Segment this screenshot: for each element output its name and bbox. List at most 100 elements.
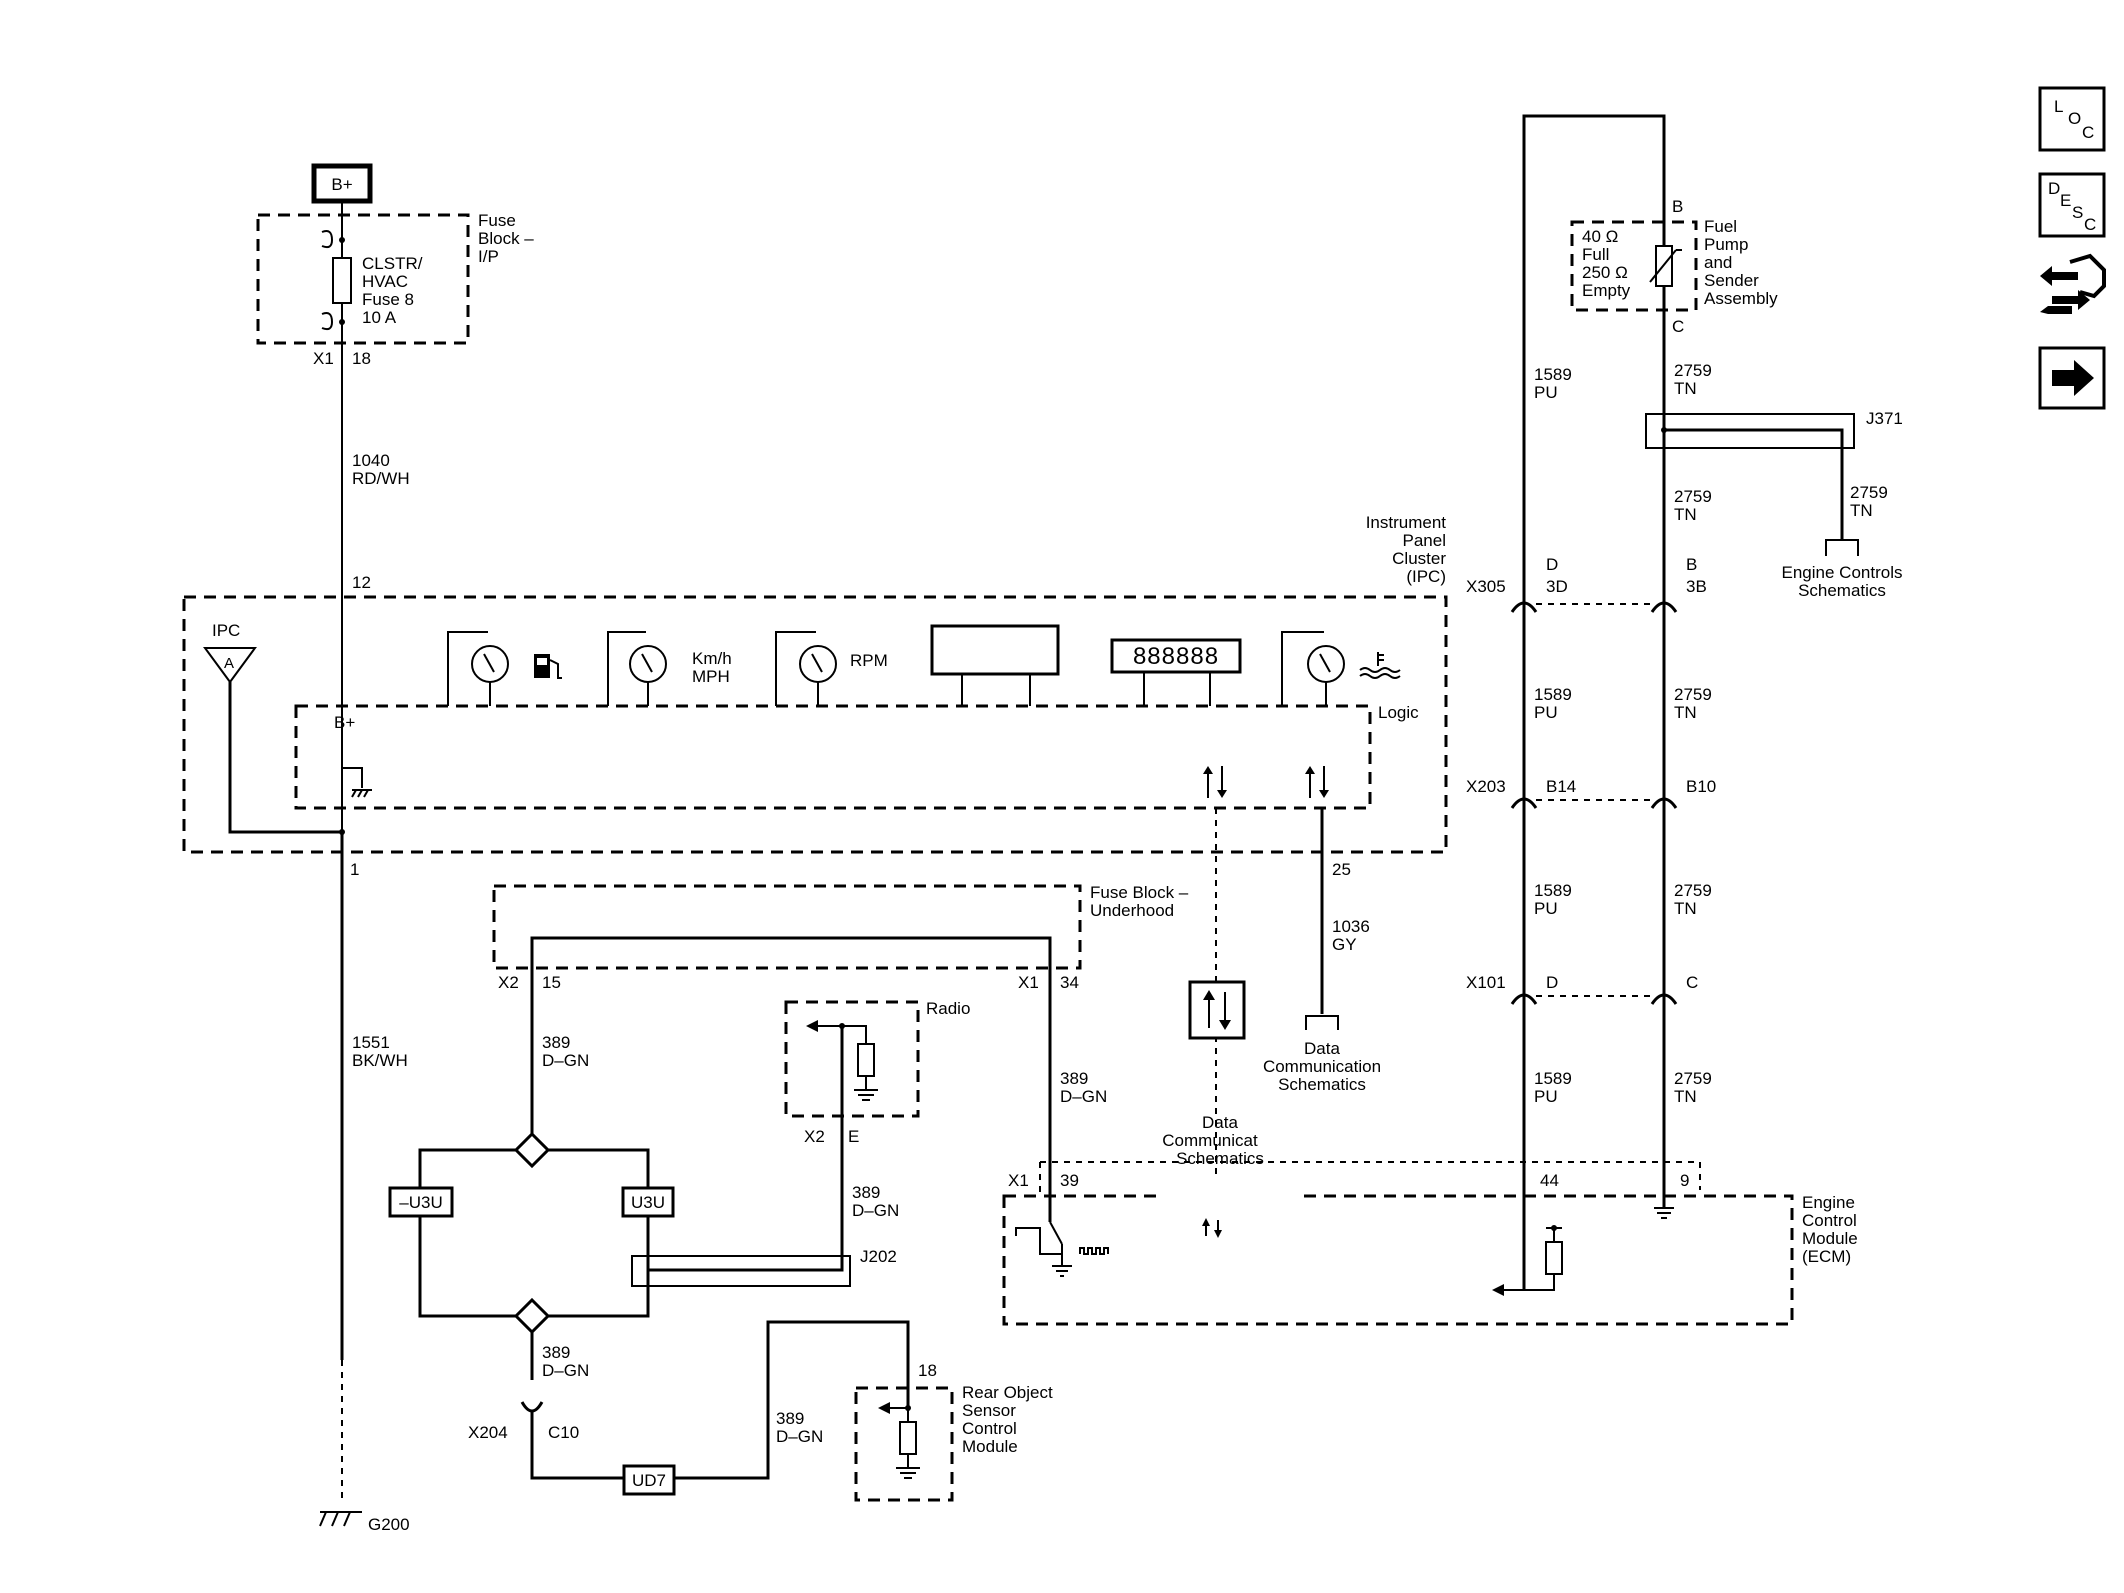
wire-to-rear-object bbox=[674, 1320, 910, 1480]
wire-1551-color: BK/WH bbox=[352, 1051, 408, 1070]
x203-left-pin: B14 bbox=[1546, 777, 1576, 796]
j202-wire bbox=[648, 1050, 844, 1272]
x101-connector bbox=[1510, 993, 1678, 1005]
speedometer-gauge bbox=[607, 631, 667, 706]
wire-2759-b-color: TN bbox=[1674, 505, 1697, 524]
wire-1551-number: 1551 bbox=[352, 1033, 390, 1052]
ecm-switch-icon bbox=[1015, 1128, 1109, 1277]
ipc-pin-12: 12 bbox=[352, 573, 371, 592]
ecm-title-2: Control bbox=[1802, 1211, 1857, 1230]
rear-object-title-2: Sensor bbox=[962, 1401, 1016, 1420]
wire-1036-number: 1036 bbox=[1332, 917, 1370, 936]
rear-object-title-4: Module bbox=[962, 1437, 1018, 1456]
wire-1589-c-number: 1589 bbox=[1534, 881, 1572, 900]
wire-1036-color: GY bbox=[1332, 935, 1357, 954]
splice-pack-top bbox=[513, 1131, 551, 1169]
data-comm-2-line-1: Data bbox=[1304, 1039, 1340, 1058]
j371-box bbox=[1645, 413, 1855, 449]
underhood-left-pin: 15 bbox=[542, 973, 561, 992]
wire-2759-c-number: 2759 bbox=[1850, 483, 1888, 502]
data-comm-2-connector bbox=[1305, 1015, 1339, 1030]
wire-1040-number: 1040 bbox=[352, 451, 390, 470]
fuse-block-ip-title-1: Fuse bbox=[478, 211, 516, 230]
ecm-ground-icon bbox=[1654, 1207, 1674, 1219]
fuse-symbol bbox=[321, 230, 352, 331]
ecm-pin-9: 9 bbox=[1680, 1171, 1689, 1190]
wire-389-d-number: 389 bbox=[542, 1343, 570, 1362]
data-comm-2-line-2: Communication bbox=[1263, 1057, 1381, 1076]
desc-letter-s: S bbox=[2072, 203, 2083, 222]
wire-389-e-number: 389 bbox=[776, 1409, 804, 1428]
chassis-ground-icon bbox=[319, 1511, 362, 1527]
fuel-pump-boundary bbox=[1570, 220, 1698, 312]
data-comm-1-line-3: Schematics bbox=[1176, 1149, 1264, 1168]
fuel-spec-4: Empty bbox=[1582, 281, 1631, 300]
next-button[interactable] bbox=[2038, 346, 2106, 410]
location-button[interactable]: L O C bbox=[2038, 86, 2106, 152]
x203-conn: X203 bbox=[1466, 777, 1506, 796]
fuel-pump-loop bbox=[1522, 114, 1666, 1208]
fuel-pump-title-1: Fuel bbox=[1704, 217, 1737, 236]
bplus-label: B+ bbox=[331, 175, 352, 194]
loc-letter-o: O bbox=[2068, 109, 2081, 128]
speed-unit-mph: MPH bbox=[692, 667, 730, 686]
x305-connector bbox=[1510, 601, 1678, 613]
data-comm-1-line-2: Communicat bbox=[1162, 1131, 1258, 1150]
engine-controls-line-1: Engine Controls bbox=[1782, 563, 1903, 582]
data-comm-2-line-3: Schematics bbox=[1278, 1075, 1366, 1094]
wire-2759-e-color: TN bbox=[1674, 899, 1697, 918]
serial-data-icon-2 bbox=[1305, 766, 1329, 798]
coolant-temp-icon bbox=[1359, 652, 1401, 679]
wire-2759-d-number: 2759 bbox=[1674, 685, 1712, 704]
odometer-digits: 888888 bbox=[1133, 643, 1219, 670]
desc-letter-d: D bbox=[2048, 179, 2060, 198]
ipc-pin-1: 1 bbox=[350, 860, 359, 879]
wire-to-ud7 bbox=[530, 1410, 626, 1480]
underhood-left-conn: X2 bbox=[498, 973, 519, 992]
fuse-label-3: Fuse 8 bbox=[362, 290, 414, 309]
radio-boundary bbox=[784, 1000, 920, 1118]
fuse-label-1: CLSTR/ bbox=[362, 254, 423, 273]
fuel-spec-1: 40 Ω bbox=[1582, 227, 1618, 246]
description-button[interactable]: D E S C bbox=[2038, 172, 2106, 238]
internal-ground-icon bbox=[341, 767, 372, 832]
splice-right-label: U3U bbox=[631, 1193, 665, 1212]
data-comm-box-icon bbox=[1188, 980, 1246, 1040]
diagnostic-tools-icon[interactable] bbox=[2040, 253, 2106, 314]
ipc-title-2: Panel bbox=[1403, 531, 1446, 550]
ud7-label: UD7 bbox=[632, 1471, 666, 1490]
wire-389-d-color: D–GN bbox=[542, 1361, 589, 1380]
bplus-source: B+ bbox=[311, 163, 373, 204]
ground-label: G200 bbox=[368, 1515, 410, 1534]
arrow-right-icon bbox=[2052, 360, 2094, 396]
wire-389-c-number: 389 bbox=[852, 1183, 880, 1202]
fuel-pump-icon bbox=[534, 654, 562, 679]
ecm-conn: X1 bbox=[1008, 1171, 1029, 1190]
x101-left-pin: D bbox=[1546, 973, 1558, 992]
x203-right-pin: B10 bbox=[1686, 777, 1716, 796]
fuel-pump-title-2: Pump bbox=[1704, 235, 1748, 254]
bus-loop-right bbox=[532, 1148, 650, 1318]
desc-letter-e: E bbox=[2060, 191, 2071, 210]
wire-2759-b-number: 2759 bbox=[1674, 487, 1712, 506]
rear-object-boundary bbox=[854, 1386, 954, 1502]
radio-pin: E bbox=[848, 1127, 859, 1146]
antenna-icon: A bbox=[203, 647, 345, 835]
radio-label: Radio bbox=[926, 999, 970, 1018]
wire-1040-color: RD/WH bbox=[352, 469, 410, 488]
wire-389-a-color: D–GN bbox=[542, 1051, 589, 1070]
rear-object-title-1: Rear Object bbox=[962, 1383, 1053, 1402]
j202-box bbox=[631, 1255, 851, 1287]
ecm-pullup-resistor bbox=[1545, 1241, 1563, 1275]
fuel-pump-title-4: Sender bbox=[1704, 271, 1759, 290]
j202-label: J202 bbox=[860, 1247, 897, 1266]
rear-object-pin: 18 bbox=[918, 1361, 937, 1380]
desc-letter-c: C bbox=[2084, 215, 2096, 234]
fuse-block-underhood-boundary bbox=[492, 884, 1082, 970]
fuse-block-ip-boundary bbox=[256, 213, 470, 345]
wire-389-a-number: 389 bbox=[542, 1033, 570, 1052]
ud7-box bbox=[622, 1464, 676, 1496]
wire-2759-e-number: 2759 bbox=[1674, 881, 1712, 900]
loc-letter-l: L bbox=[2054, 97, 2063, 116]
